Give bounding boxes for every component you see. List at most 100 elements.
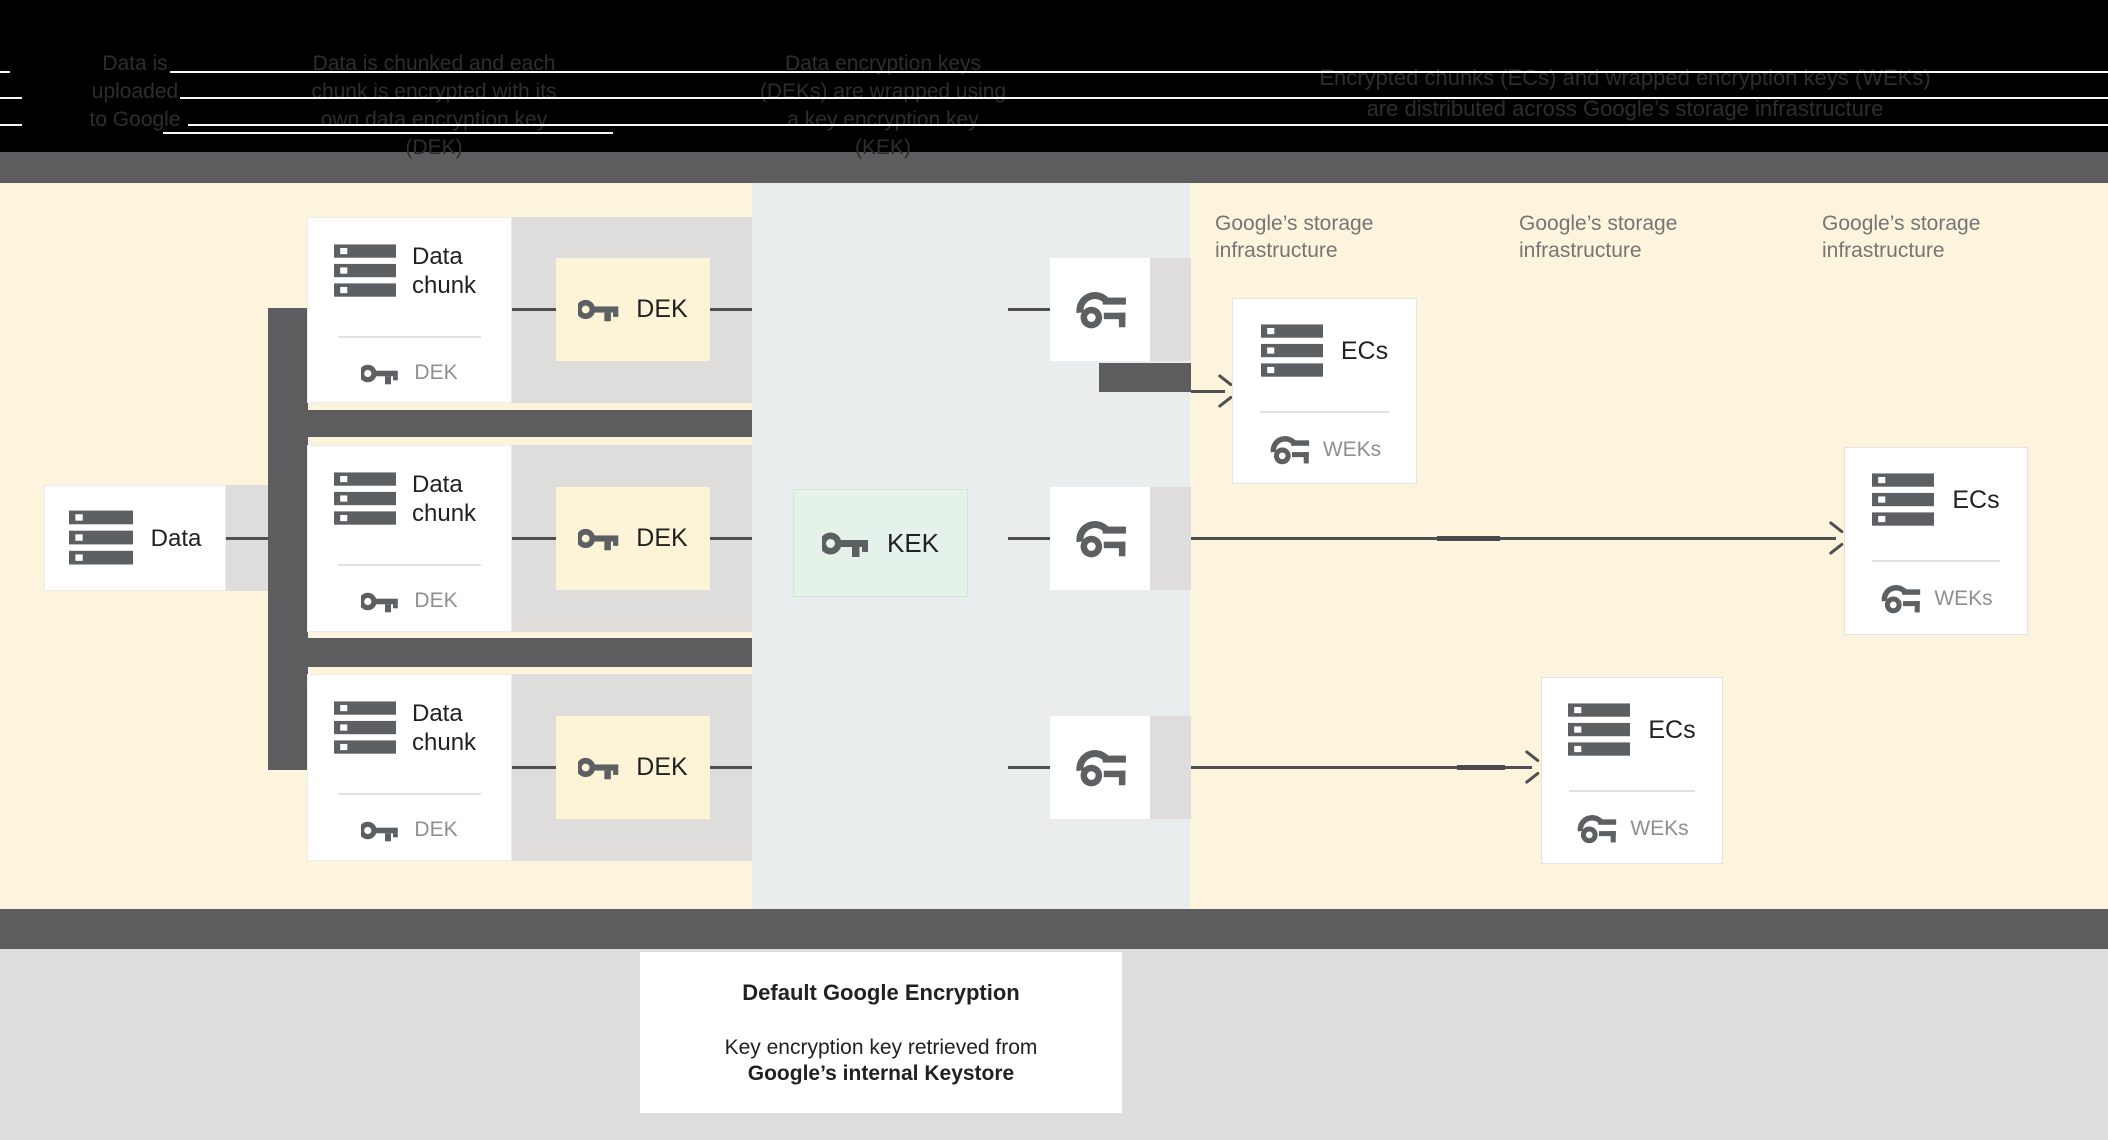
wrapped-key-icon xyxy=(1879,578,1921,620)
arrowhead-icon xyxy=(1520,756,1539,778)
key-icon xyxy=(821,528,872,559)
server-stack-icon xyxy=(68,510,133,566)
header-text-line: own data encryption key (DEK) xyxy=(320,108,548,159)
server-stack-icon xyxy=(1260,323,1323,379)
ecs-weks-label: WEKs xyxy=(1934,587,1993,610)
ecs-node: ECs WEKs xyxy=(1541,677,1723,864)
wrapped-key-icon xyxy=(1073,512,1127,566)
key-icon xyxy=(361,589,401,614)
header-text-line: (DEKs) are wrapped using xyxy=(759,80,1007,103)
key-icon xyxy=(361,818,401,843)
header-rule xyxy=(180,97,2108,99)
key-icon xyxy=(361,361,401,386)
ecs-weks-label: WEKs xyxy=(1322,438,1382,461)
kek-node: KEK xyxy=(793,489,968,597)
arrow-overlap-segment xyxy=(1457,765,1505,770)
divider xyxy=(1872,560,2000,562)
connector-line xyxy=(1008,766,1050,769)
header-band: Data is uploaded to Google Data is chunk… xyxy=(0,0,2108,159)
wrapped-key-icon xyxy=(1575,808,1617,850)
header-text-line: uploaded xyxy=(91,80,179,103)
header-text-line: a key encryption key (KEK) xyxy=(787,108,979,159)
connector-line xyxy=(512,537,556,540)
dek-node-label: DEK xyxy=(636,524,688,552)
server-stack-icon xyxy=(334,471,396,527)
connector-line xyxy=(226,537,268,540)
storage-label-line: Google’s storage xyxy=(1519,212,1678,235)
connector-line xyxy=(512,308,556,311)
divider xyxy=(338,793,481,795)
dek-node: DEK xyxy=(556,487,710,590)
header-step-1: Data is uploaded to Google xyxy=(60,50,210,134)
chunk-dek-label: DEK xyxy=(414,361,458,384)
header-step-4: Encrypted chunks (ECs) and wrapped encry… xyxy=(1300,62,1950,124)
storage-label-line: infrastructure xyxy=(1519,239,1642,262)
wrap-key-node xyxy=(1050,487,1150,590)
divider xyxy=(338,564,481,566)
header-step-2: Data is chunked and each chunk is encryp… xyxy=(294,50,574,162)
wrapped-key-bar xyxy=(1099,363,1191,392)
header-text-line: are distributed across Google’s storage … xyxy=(1366,96,1884,121)
storage-label-line: infrastructure xyxy=(1215,239,1338,262)
data-node: Data xyxy=(44,485,226,591)
server-stack-icon xyxy=(1568,702,1631,758)
storage-label-line: infrastructure xyxy=(1822,239,1945,262)
header-rule xyxy=(0,71,10,73)
key-icon xyxy=(578,296,622,323)
header-text-line: Data is xyxy=(102,52,168,75)
divider xyxy=(1260,411,1389,413)
caption-title: Default Google Encryption xyxy=(742,980,1020,1005)
storage-infrastructure-label: Google’s storage infrastructure xyxy=(1519,210,1677,264)
caption-line: Key encryption key retrieved from xyxy=(724,1036,1038,1059)
arrow-overlap-segment xyxy=(1437,536,1500,541)
header-rule xyxy=(0,97,22,99)
key-tail-panel xyxy=(1150,716,1191,819)
wrapped-key-icon xyxy=(1268,429,1310,471)
header-text-line: to Google xyxy=(89,108,181,131)
divider xyxy=(1569,790,1695,792)
header-rule xyxy=(163,132,613,134)
connector-line xyxy=(710,308,752,311)
storage-label-line: Google’s storage xyxy=(1215,212,1374,235)
server-stack-icon xyxy=(1872,472,1935,528)
storage-infrastructure-label: Google’s storage infrastructure xyxy=(1215,210,1373,264)
ecs-node: ECs WEKs xyxy=(1232,298,1417,484)
header-text-line: Data is chunked and each xyxy=(312,52,556,75)
wrapped-key-icon xyxy=(1073,283,1127,337)
dek-node: DEK xyxy=(556,258,710,361)
arrowhead-icon xyxy=(1213,380,1232,402)
ecs-node-label: ECs xyxy=(1340,336,1389,365)
ecs-node-label: ECs xyxy=(1952,485,2000,514)
header-rule xyxy=(0,124,22,126)
top-divider-bar xyxy=(0,152,2108,183)
data-node-label: Data xyxy=(150,524,202,552)
key-icon xyxy=(578,525,622,552)
header-text-line: Encrypted chunks (ECs) and wrapped encry… xyxy=(1319,65,1931,90)
connector-line xyxy=(512,766,556,769)
wrap-key-node xyxy=(1050,716,1150,819)
ecs-node: ECs WEKs xyxy=(1844,447,2028,635)
dek-node-label: DEK xyxy=(636,753,688,781)
storage-infrastructure-label: Google’s storage infrastructure xyxy=(1822,210,1980,264)
connector-line xyxy=(710,537,752,540)
key-tail-panel xyxy=(1150,487,1191,590)
ecs-weks-label: WEKs xyxy=(1630,817,1689,840)
dek-node: DEK xyxy=(556,716,710,819)
row-divider-bar-1 xyxy=(306,410,752,437)
wrapped-key-icon xyxy=(1073,741,1127,795)
connector-line xyxy=(1008,537,1050,540)
caption-box: Default Google Encryption Key encryption… xyxy=(640,952,1122,1113)
chunk-dek-label: DEK xyxy=(414,589,458,612)
bottom-divider-bar xyxy=(0,909,2108,949)
chunk-dek-label: DEK xyxy=(414,818,458,841)
header-text-line: chunk is encrypted with its xyxy=(311,80,557,103)
header-step-3: Data encryption keys (DEKs) are wrapped … xyxy=(758,50,1008,162)
wrap-key-node xyxy=(1050,258,1150,361)
key-tail-panel xyxy=(1150,258,1191,361)
